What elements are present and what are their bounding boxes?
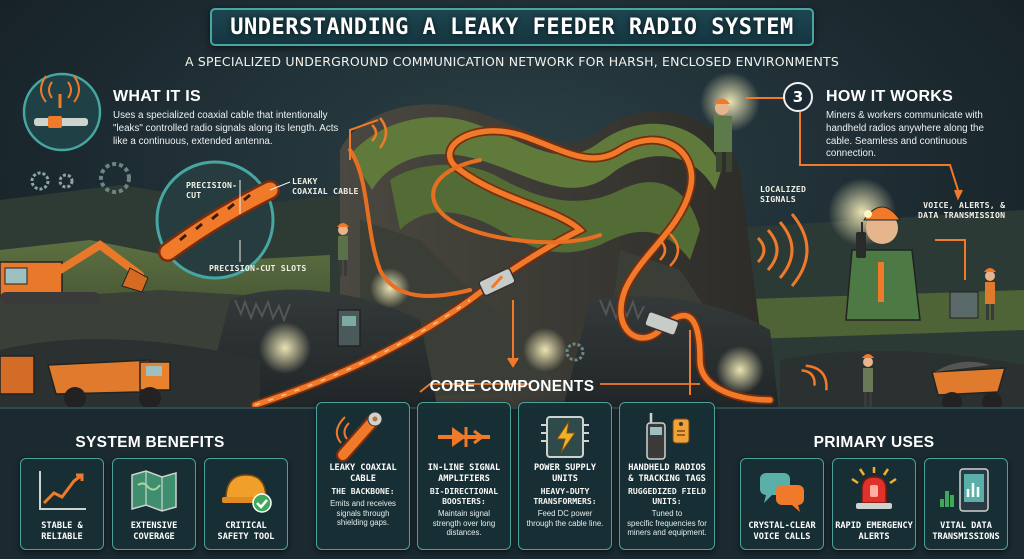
component-desc: Feed DC power through the cable line.: [526, 509, 604, 528]
component-title: IN-LINE SIGNAL AMPLIFIERS: [427, 463, 501, 484]
component-card-power-supply: POWER SUPPLY UNITS HEAVY-DUTY TRANSFORME…: [518, 402, 612, 550]
radio-icon: [620, 409, 714, 463]
component-title: HANDHELD RADIOS & TRACKING TAGS: [628, 463, 706, 484]
component-title: LEAKY COAXIAL CABLE: [329, 463, 397, 484]
component-card-leaky-cable: LEAKY COAXIAL CABLE THE BACKBONE: Emits …: [316, 402, 410, 550]
miner-with-radio: [845, 206, 921, 321]
benefit-label: EXTENSIVE COVERAGE: [130, 521, 178, 542]
benefit-card-stable: STABLE & RELIABLE: [20, 458, 104, 550]
component-desc: Maintain signal strength over long dista…: [432, 509, 496, 538]
miner-right-small: [949, 268, 996, 320]
use-card-alerts: RAPID EMERGENCY ALERTS: [832, 458, 916, 550]
siren-icon: [833, 465, 915, 519]
hardhat-check-icon: [205, 465, 287, 519]
system-benefits-heading: SYSTEM BENEFITS: [75, 434, 225, 451]
component-subtitle: HEAVY-DUTY TRANSFORMERS:: [533, 486, 597, 506]
lightning-icon: [519, 409, 611, 463]
benefit-label: CRITICAL SAFETY TOOL: [217, 521, 275, 542]
what-it-is-heading: WHAT IT IS: [113, 88, 202, 105]
component-card-amplifiers: IN-LINE SIGNAL AMPLIFIERS BI-DIRECTIONAL…: [417, 402, 511, 550]
localized-signals-label: LOCALIZED SIGNALS: [760, 184, 807, 204]
precision-cut-slots-label: PRECISION-CUT SLOTS: [209, 263, 307, 273]
precision-cut-label: PRECISION- CUT: [186, 180, 238, 200]
amplifier-icon: [418, 409, 510, 463]
miner-tunnel-right: [862, 354, 874, 410]
benefit-label: STABLE & RELIABLE: [41, 521, 83, 542]
component-card-handheld-radios: HANDHELD RADIOS & TRACKING TAGS RUGGEDIZ…: [619, 402, 715, 550]
page-title: UNDERSTANDING A LEAKY FEEDER RADIO SYSTE…: [230, 14, 794, 40]
step-badge: 3: [783, 82, 813, 112]
component-subtitle: RUGGEDIZED FIELD UNITS:: [628, 486, 706, 506]
how-it-works-heading: HOW IT WORKS: [826, 88, 954, 105]
title-banner: UNDERSTANDING A LEAKY FEEDER RADIO SYSTE…: [210, 8, 814, 46]
coax-cable-icon: [317, 409, 409, 463]
voice-alerts-data-label: VOICE, ALERTS, & DATA TRANSMISSION: [918, 200, 1006, 220]
chat-bubbles-icon: [741, 465, 823, 519]
use-label: VITAL DATA TRANSMISSIONS: [932, 521, 1000, 542]
benefit-card-coverage: EXTENSIVE COVERAGE: [112, 458, 196, 550]
use-label: CRYSTAL-CLEAR VOICE CALLS: [748, 521, 816, 542]
use-card-data: VITAL DATA TRANSMISSIONS: [924, 458, 1008, 550]
component-subtitle: BI-DIRECTIONAL BOOSTERS:: [429, 486, 499, 506]
tablet-data-icon: [925, 465, 1007, 519]
primary-uses-heading: PRIMARY USES: [813, 434, 935, 451]
use-label: RAPID EMERGENCY ALERTS: [835, 521, 913, 542]
miner-left: [337, 223, 349, 276]
component-subtitle: THE BACKBONE:: [331, 486, 395, 496]
component-desc: Tuned to specific frequencies for miners…: [627, 509, 707, 538]
use-card-voice: CRYSTAL-CLEAR VOICE CALLS: [740, 458, 824, 550]
core-components-heading: CORE COMPONENTS: [429, 378, 595, 395]
what-it-is-body: Uses a specialized coaxial cable that in…: [113, 110, 339, 147]
page-subtitle: A SPECIALIZED UNDERGROUND COMMUNICATION …: [185, 54, 839, 69]
component-desc: Emits and receives signals through shiel…: [330, 499, 396, 528]
how-it-works-body: Miners & workers communicate with handhe…: [826, 110, 984, 160]
leaky-coaxial-cable-label: LEAKY COAXIAL CABLE: [292, 176, 359, 196]
map-icon: [113, 465, 195, 519]
benefit-card-safety: CRITICAL SAFETY TOOL: [204, 458, 288, 550]
miner-top: [714, 98, 732, 172]
trend-chart-icon: [21, 465, 103, 519]
component-title: POWER SUPPLY UNITS: [533, 463, 597, 484]
